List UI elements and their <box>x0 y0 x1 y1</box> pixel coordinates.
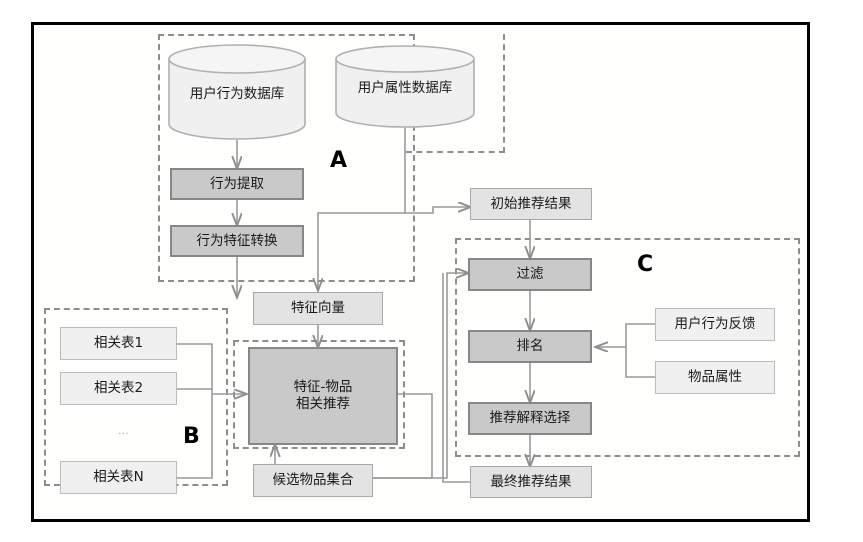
group-a-boundary <box>158 34 415 282</box>
node-explanation-selection[interactable]: 推荐解释选择 <box>468 402 592 435</box>
node-relation-table-n[interactable]: 相关表N <box>60 461 177 494</box>
group-a-right-boundary <box>406 34 505 153</box>
node-item-attribute[interactable]: 物品属性 <box>655 361 775 394</box>
node-feature-item-recommend[interactable]: 特征-物品 相关推荐 <box>248 347 398 445</box>
node-relation-table-2[interactable]: 相关表2 <box>60 372 177 405</box>
node-user-behavior-feedback[interactable]: 用户行为反馈 <box>655 308 775 341</box>
cylinder-shape-user-attribute <box>335 45 475 128</box>
ellipsis-vertical: ⋮ <box>117 427 130 439</box>
node-relation-table-1[interactable]: 相关表1 <box>60 327 177 360</box>
node-behavior-feature-convert[interactable]: 行为特征转换 <box>170 225 304 257</box>
node-ranking[interactable]: 排名 <box>468 330 592 363</box>
node-behavior-extraction[interactable]: 行为提取 <box>170 168 304 200</box>
node-feature-vector[interactable]: 特征向量 <box>253 292 383 325</box>
node-filter[interactable]: 过滤 <box>468 258 592 291</box>
cylinder-shape-user-behavior <box>168 44 306 140</box>
node-final-recommend-result[interactable]: 最终推荐结果 <box>470 466 592 498</box>
node-initial-recommend-result[interactable]: 初始推荐结果 <box>470 188 592 220</box>
group-b-label: B <box>183 424 200 449</box>
database-user-attribute[interactable]: 用户属性数据库 <box>334 44 476 128</box>
node-candidate-item-set[interactable]: 候选物品集合 <box>253 464 373 497</box>
database-label: 用户行为数据库 <box>189 85 285 102</box>
group-a-label: A <box>330 148 348 173</box>
group-c-label: C <box>637 252 654 277</box>
database-label: 用户属性数据库 <box>357 80 453 96</box>
database-user-behavior[interactable]: 用户行为数据库 <box>167 43 307 140</box>
